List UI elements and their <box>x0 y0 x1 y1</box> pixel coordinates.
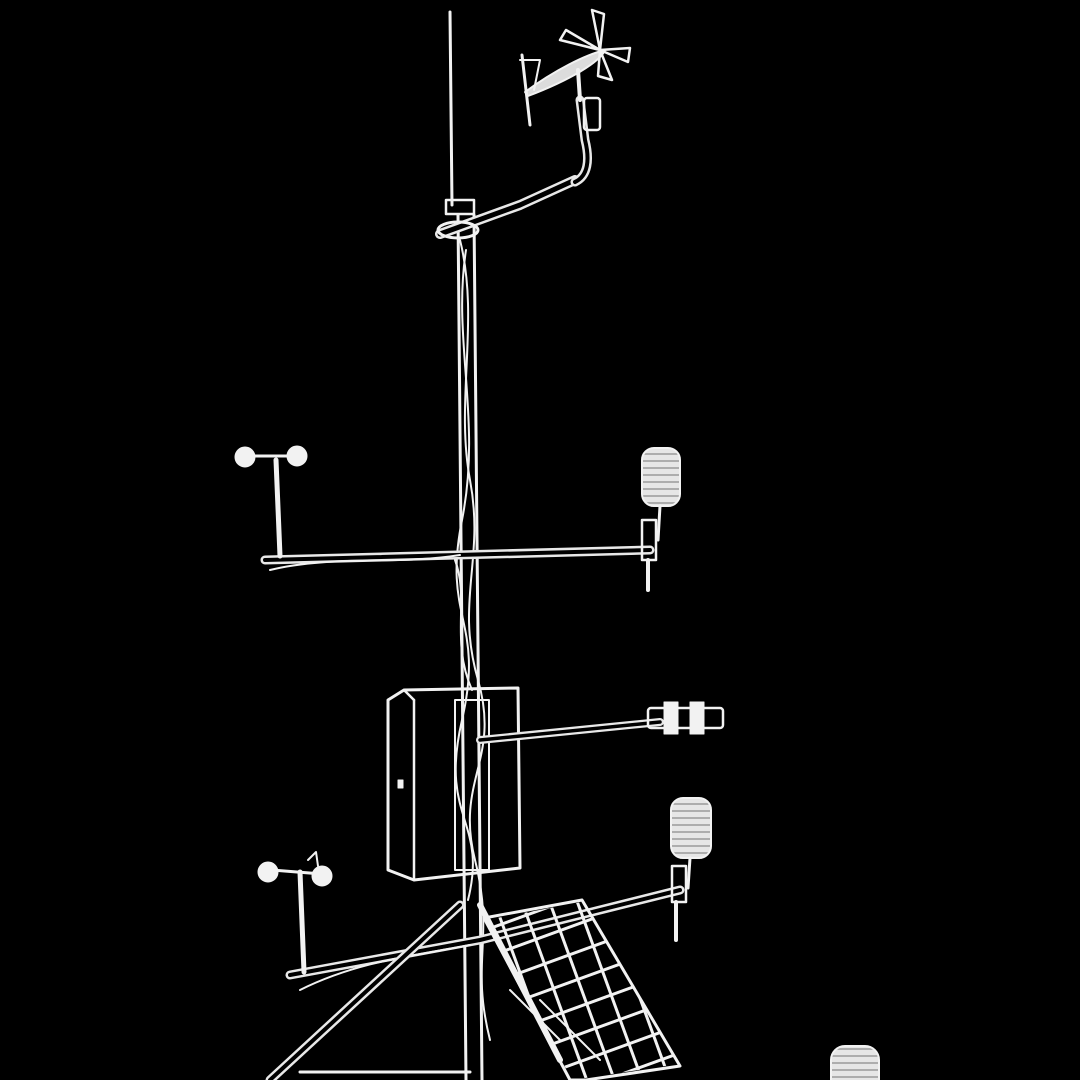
cup-anemometer-lower <box>257 851 333 975</box>
upper-arm <box>435 95 592 240</box>
middle-sensor-arm <box>476 701 725 744</box>
lightning-rod <box>448 10 454 207</box>
radiation-shield-upper <box>640 447 681 592</box>
cup-anemometer-upper <box>234 445 308 559</box>
solar-panel <box>482 898 682 1080</box>
upper-crossarm <box>260 545 655 571</box>
datalogger-enclosure <box>386 686 522 882</box>
radiation-shield-lower <box>670 797 712 942</box>
radiation-shield-bottom <box>830 1045 880 1080</box>
lower-crossarm <box>285 885 685 991</box>
wind-monitor-propeller <box>519 8 632 132</box>
tripod-legs <box>265 900 563 1080</box>
